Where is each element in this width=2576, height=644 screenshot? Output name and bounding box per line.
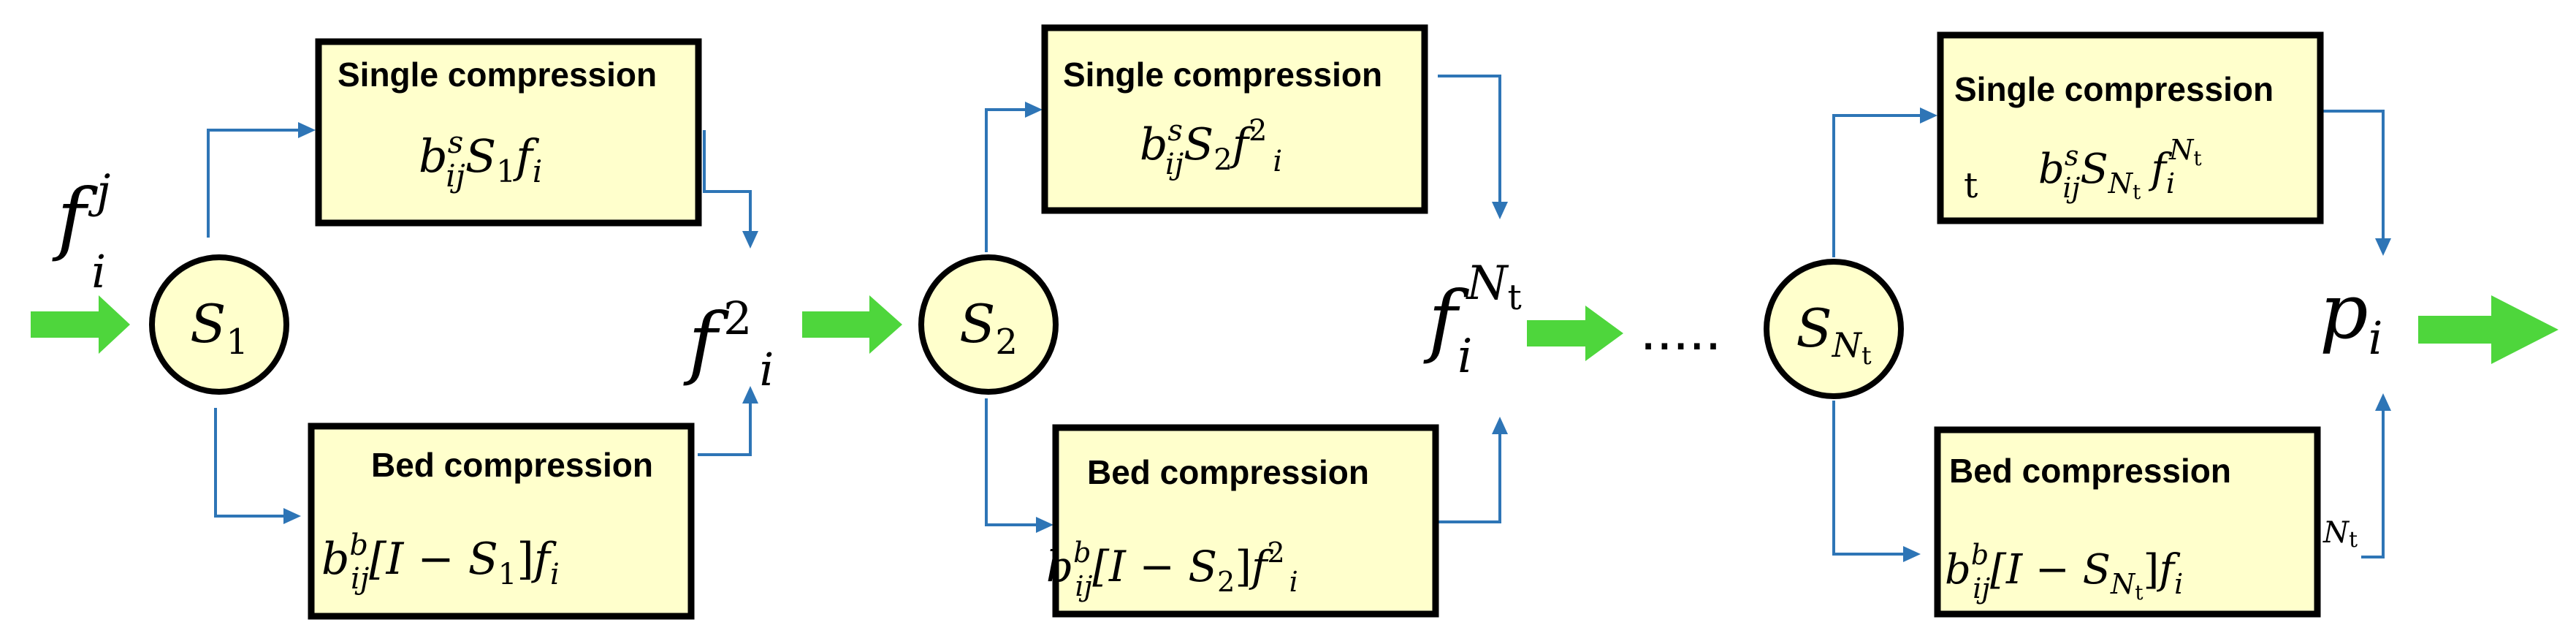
intermediate-label-2: fiNt [1423,257,1522,384]
stage-n-sub: N [1832,325,1863,365]
svg-text:SNt: SNt [1796,298,1872,371]
stage-node-1: S1 [149,254,289,395]
flow-arrow-2 [802,295,902,354]
single-compression-title-2: Single compression [1063,56,1382,94]
bed-compression-title-n: Bed compression [1949,452,2231,490]
stage-n-subsub: t [1861,341,1872,371]
svg-text:S1: S1 [190,293,248,363]
stage-n-label: S [1796,298,1832,359]
stage-node-2: S2 [918,254,1059,395]
stage-node-n: SNt [1764,259,1904,399]
bed-compression-title-1: Bed compression [371,446,653,484]
stage-2-label: S [959,293,995,355]
output-flow-arrow [2418,295,2558,364]
bed-n-outside-sup: N [2322,516,2350,550]
stray-t: t [1964,165,1978,206]
flow-arrows [31,295,2558,364]
connectors [207,75,2391,562]
ellipsis: ..... [1640,297,1721,362]
single-compression-title-n: Single compression [1954,70,2274,108]
stage-1-sub: 1 [226,322,248,363]
svg-text:Nt: Nt [2322,516,2358,553]
stage-1-label: S [190,293,226,355]
bed-compression-title-2: Bed compression [1087,453,1369,491]
flow-arrow-3 [1527,306,1623,361]
stage-2-sub: 2 [995,322,1018,363]
input-flow-arrow [31,295,130,354]
single-compression-title-1: Single compression [338,56,657,94]
svg-text:S2: S2 [959,293,1018,363]
output-label: pi [2320,267,2382,365]
